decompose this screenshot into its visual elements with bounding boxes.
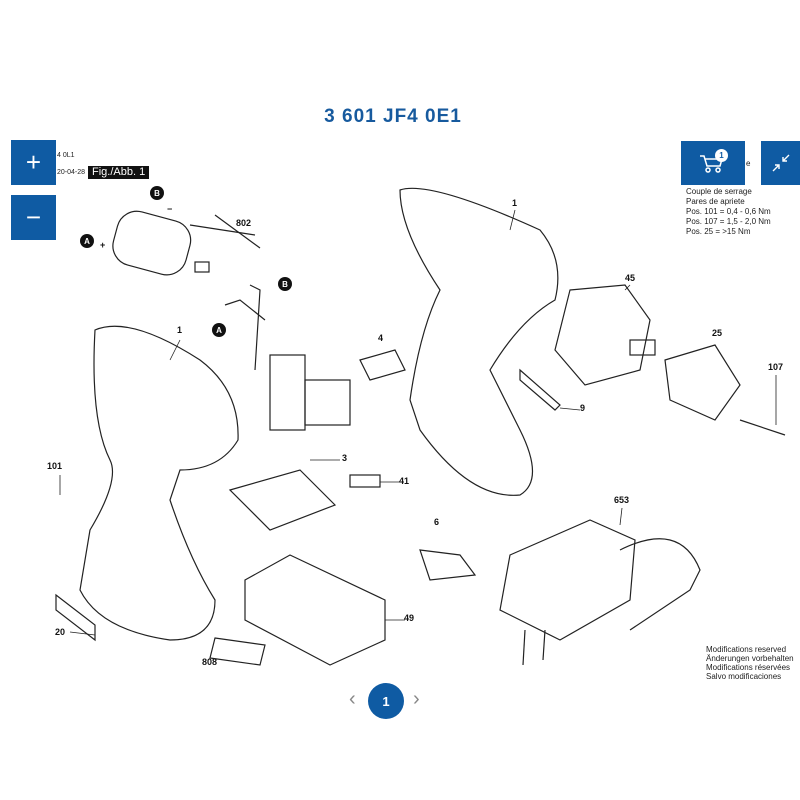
next-page-button[interactable]: › (413, 688, 420, 710)
housing-left-drawing (79, 325, 239, 641)
minus-icon: − (25, 202, 42, 232)
marker-a: A (80, 234, 94, 248)
collapse-button[interactable] (761, 141, 800, 185)
leader-lines (59, 209, 777, 636)
zoom-out-button[interactable]: − (11, 195, 56, 240)
part-label-1-right: 1 (512, 198, 518, 208)
marker-b: B (278, 277, 292, 291)
plus-sign: + (100, 240, 106, 250)
gearbox-drawing (554, 284, 656, 386)
part-label-6: 6 (434, 517, 440, 527)
zoom-in-button[interactable]: + (11, 140, 56, 185)
label-sheets-drawing (55, 349, 561, 666)
cart-count-badge: 1 (715, 149, 728, 162)
part-label-802: 802 (236, 218, 252, 228)
part-label-41: 41 (399, 476, 410, 486)
part-label-25: 25 (712, 328, 723, 338)
part-label-49: 49 (404, 613, 415, 623)
switch-drawing (224, 284, 351, 531)
torque-heading-fragment: e (746, 159, 751, 168)
marker-a: A (212, 323, 226, 337)
cart-button[interactable]: 1 (681, 141, 745, 185)
figure-label: Fig./Abb. 1 (88, 166, 150, 179)
part-label-4: 4 (378, 333, 384, 343)
part-label-653: 653 (614, 495, 630, 505)
motor-drawing (112, 210, 261, 276)
collapse-arrows-icon (772, 154, 789, 172)
code-fragment: 4 0L1 (57, 152, 75, 159)
prev-page-button[interactable]: ‹ (349, 688, 356, 710)
part-label-3: 3 (342, 453, 348, 463)
marker-b: B (150, 186, 164, 200)
part-label-808: 808 (202, 657, 218, 667)
part-label-20: 20 (55, 627, 66, 637)
part-label-45: 45 (625, 273, 636, 283)
page-title: 3 601 JF4 0E1 (324, 106, 462, 127)
part-label-1-left: 1 (177, 325, 183, 335)
minus-sign: − (167, 204, 173, 214)
charger-drawing (499, 519, 701, 666)
plus-icon: + (25, 147, 42, 177)
part-label-101: 101 (47, 461, 63, 471)
part-label-9: 9 (580, 403, 586, 413)
current-page-indicator[interactable]: 1 (368, 683, 404, 719)
housing-right-drawing (399, 187, 559, 496)
battery-drawing (244, 554, 386, 666)
part-label-107: 107 (768, 362, 784, 372)
date-fragment: 20-04-28 (57, 169, 86, 176)
chuck-drawing (664, 344, 786, 436)
